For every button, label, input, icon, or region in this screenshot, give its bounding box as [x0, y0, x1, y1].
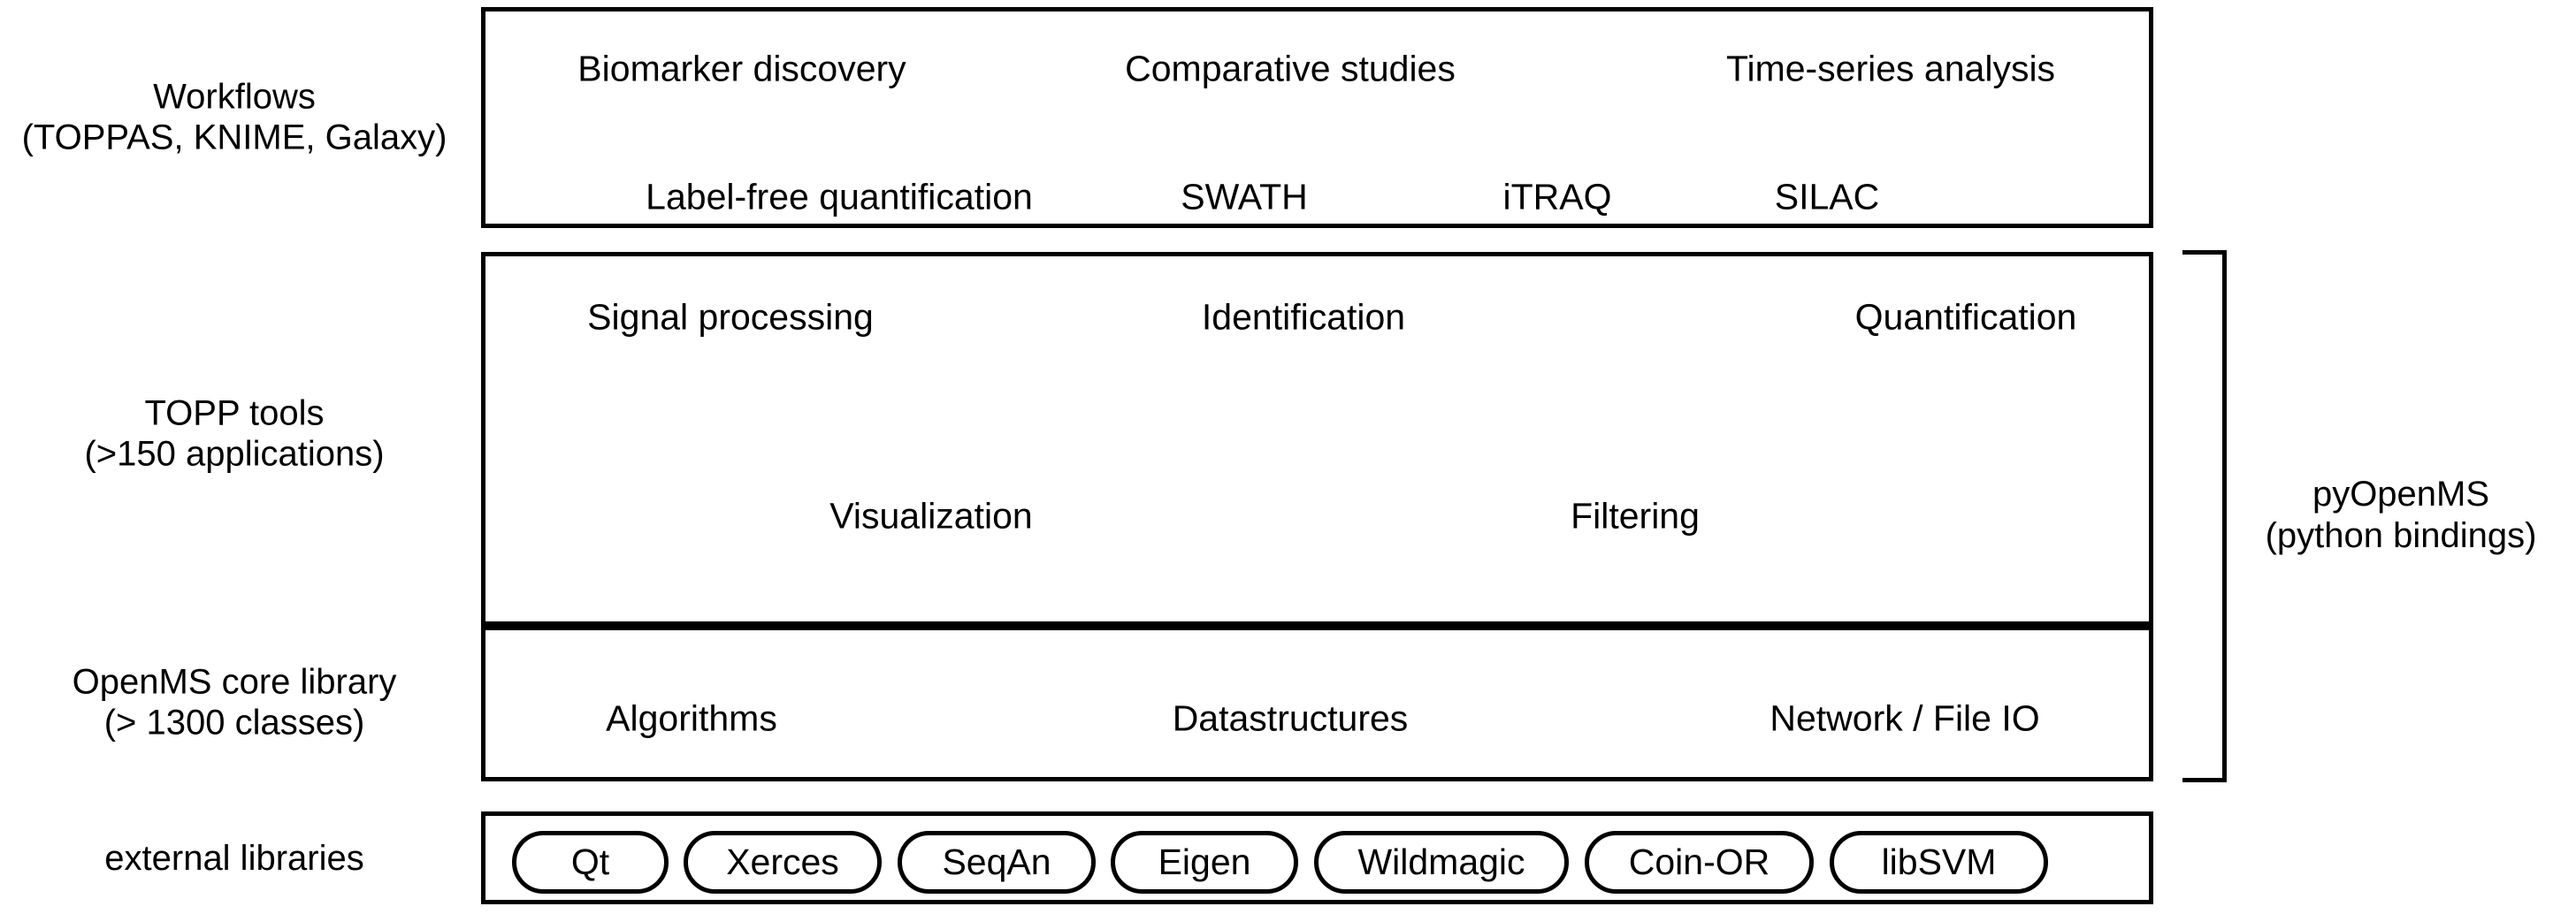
tier-label-workflows-line-1: Workflows	[153, 77, 316, 117]
workflows-item-comparative-studies: Comparative studies	[1125, 48, 1456, 89]
topp-item-quantification: Quantification	[1854, 296, 2077, 338]
pyopenms-label-line-1: pyOpenMS	[2312, 474, 2490, 514]
tier-label-external-libraries: external libraries	[104, 838, 363, 879]
topp-item-signal-processing: Signal processing	[587, 296, 874, 338]
workflows-item-itraq: iTRAQ	[1502, 176, 1612, 217]
tier-label-core-line-1: OpenMS core library	[72, 662, 397, 702]
external-library-pill-seqan: SeqAn	[898, 831, 1096, 894]
workflows-item-biomarker-discovery: Biomarker discovery	[577, 48, 906, 89]
external-libraries-box: Qt Xerces SeqAn Eigen Wildmagic Coin-OR …	[481, 811, 2153, 904]
topp-item-filtering: Filtering	[1571, 495, 1700, 537]
topp-tools-box: Signal processing Identification Quantif…	[481, 252, 2153, 626]
core-item-network-file-io: Network / File IO	[1770, 697, 2040, 739]
workflows-item-silac: SILAC	[1774, 176, 1880, 217]
tier-label-topp-tools-line-1: TOPP tools	[144, 393, 325, 433]
external-library-pill-qt: Qt	[512, 831, 669, 894]
workflows-box: Biomarker discovery Comparative studies …	[481, 7, 2153, 228]
workflows-item-label-free-quantification: Label-free quantification	[646, 176, 1033, 217]
openms-core-library-box: Algorithms Datastructures Network / File…	[481, 626, 2153, 781]
tier-label-core-line-2: (> 1300 classes)	[103, 704, 365, 743]
tier-label-workflows: Workflows (TOPPAS, KNIME, Galaxy)	[22, 77, 447, 159]
tier-label-openms-core-library: OpenMS core library (> 1300 classes)	[73, 662, 397, 744]
external-library-pill-libsvm: libSVM	[1830, 831, 2048, 894]
tier-label-workflows-line-2: (TOPPAS, KNIME, Galaxy)	[21, 118, 447, 157]
pyopenms-bracket	[2182, 250, 2227, 782]
external-library-pill-eigen: Eigen	[1111, 831, 1298, 894]
topp-item-identification: Identification	[1201, 296, 1406, 338]
tier-label-topp-tools-line-2: (>150 applications)	[84, 435, 385, 474]
tier-label-topp-tools: TOPP tools (>150 applications)	[84, 393, 384, 476]
pyopenms-label: pyOpenMS (python bindings)	[2266, 474, 2537, 557]
pyopenms-label-line-2: (python bindings)	[2265, 516, 2537, 555]
core-item-algorithms: Algorithms	[606, 697, 777, 739]
topp-item-visualization: Visualization	[829, 495, 1033, 537]
core-item-datastructures: Datastructures	[1172, 697, 1409, 739]
tier-label-external-libraries-line-1: external libraries	[104, 838, 364, 878]
external-library-pill-wildmagic: Wildmagic	[1314, 831, 1569, 894]
workflows-item-time-series-analysis: Time-series analysis	[1725, 48, 2056, 89]
external-library-pill-xerces: Xerces	[684, 831, 882, 894]
external-library-pill-coin-or: Coin-OR	[1585, 831, 1814, 894]
workflows-item-swath: SWATH	[1181, 176, 1308, 217]
